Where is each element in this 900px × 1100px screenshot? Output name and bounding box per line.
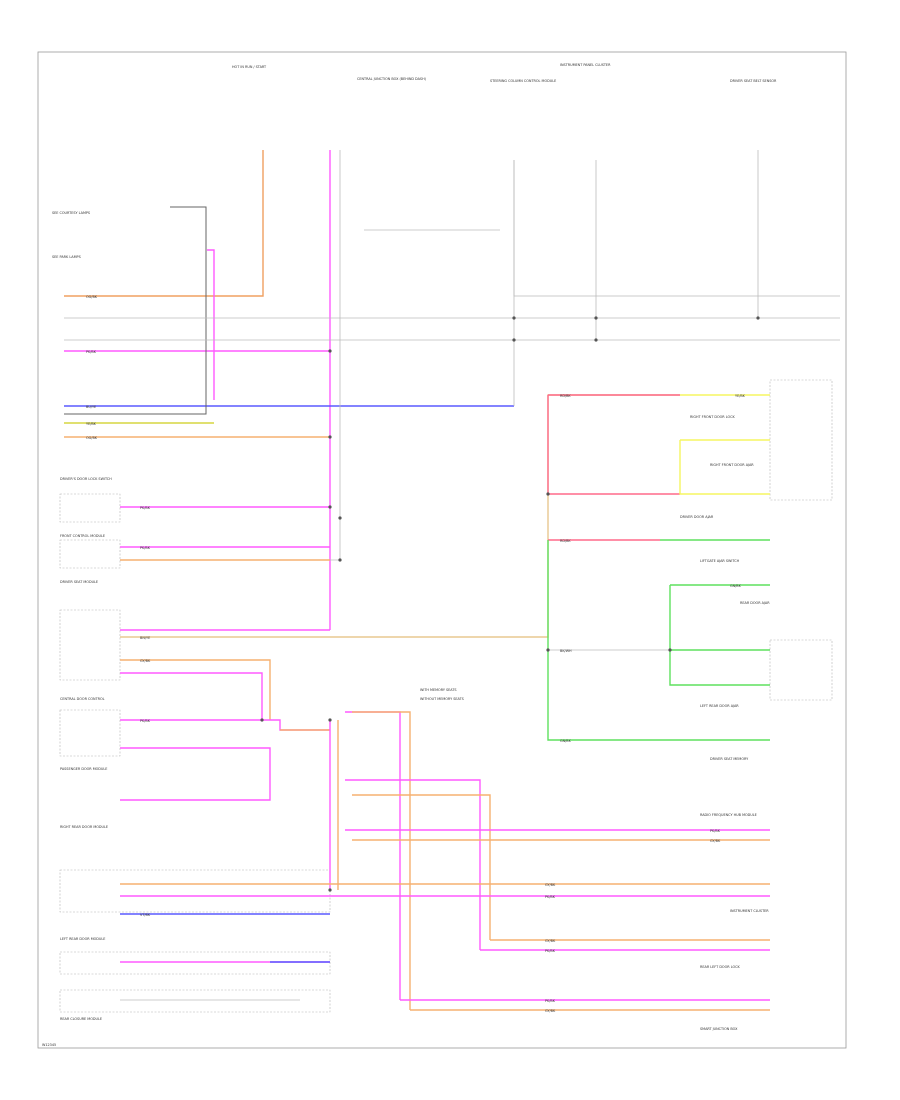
wire-code: VT/BK — [140, 913, 151, 917]
wire-code: BU/YE — [86, 405, 96, 409]
legend: WITH MEMORY SEATS WITHOUT MEMORY SEATS — [420, 688, 464, 701]
right-labels: RIGHT FRONT DOOR LOCK RIGHT FRONT DOOR A… — [680, 415, 770, 1031]
label-steering-column-module: STEERING COLUMN CONTROL MODULE — [490, 79, 556, 83]
wire-code: PK/BK — [140, 719, 151, 723]
label-driver-seat-memory: DRIVER SEAT MEMORY — [710, 757, 749, 761]
label-hot-in-run: HOT IN RUN / START — [232, 65, 267, 69]
wire-code: PK/BK — [140, 546, 151, 550]
wire-code: GN/BK — [730, 584, 742, 588]
wire-code: PK/BK — [140, 506, 151, 510]
label-park-lamps: SEE PARK LAMPS — [52, 255, 81, 259]
wire-code: RD/BK — [560, 539, 571, 543]
label-rear-door-ajar: REAR DOOR AJAR — [740, 601, 770, 605]
footer-code: W12345 — [42, 1043, 56, 1047]
label-rear-closure-module: REAR CLOSURE MODULE — [60, 1017, 102, 1021]
label-smart-junction-box: SMART JUNCTION BOX — [700, 1027, 738, 1031]
label-driver-door-ajar: DRIVER DOOR AJAR — [680, 515, 714, 519]
wire-code: GY/BK — [545, 1009, 556, 1013]
label-central-door-control: CENTRAL DOOR CONTROL — [60, 697, 105, 701]
label-instrument-panel-cluster: INSTRUMENT PANEL CLUSTER — [560, 63, 611, 67]
label-rear-left-door-lock: REAR LEFT DOOR LOCK — [700, 965, 741, 969]
label-left-rear-door-module: LEFT REAR DOOR MODULE — [60, 937, 105, 941]
label-courtesy-lamps: SEE COURTESY LAMPS — [52, 211, 90, 215]
wire-code: BK/WH — [560, 649, 572, 653]
wire-code-labels: OG/BK PK/BK BU/YE YE/BK OG/BK PK/BK PK/B… — [86, 295, 746, 1013]
wire-code: YE/BK — [86, 422, 97, 426]
label-radio-frequency-hub: RADIO FREQUENCY HUB MODULE — [700, 813, 757, 817]
label-right-front-door-ajar: RIGHT FRONT DOOR AJAR — [710, 463, 754, 467]
wire-code: OG/BK — [86, 436, 98, 440]
label-right-rear-door-module: RIGHT REAR DOOR MODULE — [60, 825, 108, 829]
wire-code: PK/BK — [545, 949, 556, 953]
wire-code: GY/BK — [710, 839, 721, 843]
wire-code: GY/BK — [545, 883, 556, 887]
label-instrument-cluster: INSTRUMENT CLUSTER — [730, 909, 769, 913]
wire-code: GN/BK — [560, 739, 572, 743]
wire-code: PK/BK — [710, 829, 721, 833]
diagram-frame — [37, 51, 847, 1049]
wire-code: GY/BK — [545, 939, 556, 943]
wires — [64, 150, 840, 1011]
top-labels: HOT IN RUN / START CENTRAL JUNCTION BOX … — [232, 63, 777, 83]
legend-without-memory: WITHOUT MEMORY SEATS — [420, 697, 464, 701]
label-driver-seat-module: DRIVER SEAT MODULE — [60, 580, 98, 584]
wire-code: PK/BK — [86, 350, 97, 354]
label-liftgate-ajar-switch: LIFTGATE AJAR SWITCH — [700, 559, 740, 563]
wire-code: GY/BK — [140, 659, 151, 663]
label-drivers-door-lock-switch: DRIVER'S DOOR LOCK SWITCH — [60, 477, 112, 481]
wire-code: OG/BK — [86, 295, 98, 299]
component-boxes — [59, 379, 833, 1013]
wire-code: YE/BK — [735, 394, 746, 398]
wire-code: PK/BK — [545, 999, 556, 1003]
label-driver-seat-belt-sensor: DRIVER SEAT BELT SENSOR — [730, 79, 777, 83]
label-passenger-door-module: PASSENGER DOOR MODULE — [60, 767, 107, 771]
splice-nodes — [260, 316, 760, 892]
label-right-front-door-lock: RIGHT FRONT DOOR LOCK — [690, 415, 736, 419]
label-central-junction-box: CENTRAL JUNCTION BOX (BEHIND DASH) — [357, 77, 427, 81]
label-front-control-module: FRONT CONTROL MODULE — [60, 534, 105, 538]
wire-code: RD/BK — [560, 394, 571, 398]
legend-with-memory: WITH MEMORY SEATS — [420, 688, 457, 692]
label-left-rear-door-ajar: LEFT REAR DOOR AJAR — [700, 704, 739, 708]
wire-code: PK/BK — [545, 895, 556, 899]
left-labels: SEE COURTESY LAMPS SEE PARK LAMPS DRIVER… — [52, 211, 112, 1021]
wire-code: BN/YE — [140, 636, 150, 640]
